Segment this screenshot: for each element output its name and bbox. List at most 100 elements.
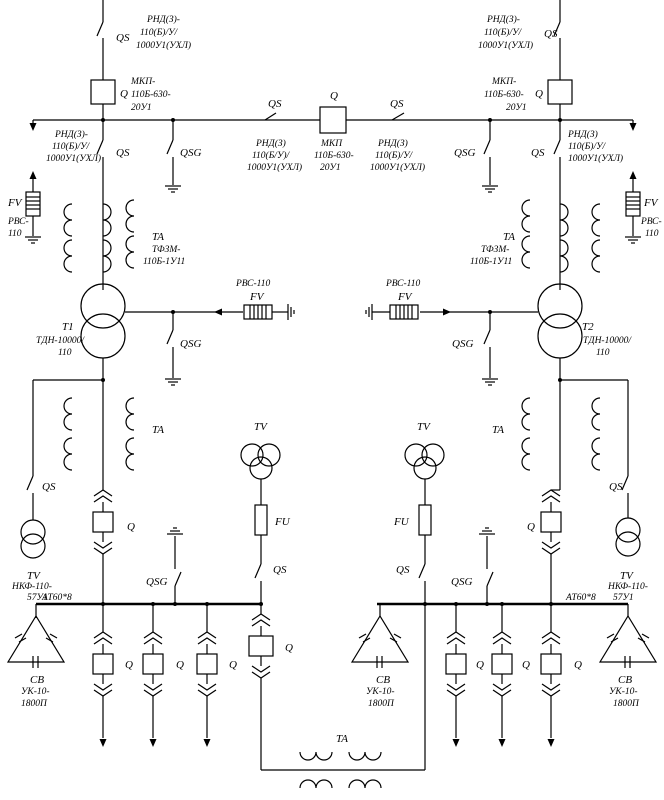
left-bus-vt — [240, 443, 264, 467]
bridge-breaker — [319, 106, 347, 134]
label-bridge-q: Q — [330, 90, 338, 102]
label-left-ct-1: ТФЗМ- — [152, 245, 180, 255]
label-bridge-right-1: РНД(З) — [377, 138, 408, 149]
label-right-ta: TA — [503, 231, 515, 243]
label-left-vt-type-1: НКФ-110- — [11, 582, 52, 592]
label-bridge-brk-1: МКП — [320, 139, 343, 149]
label-left-brk-3: 20У1 — [131, 103, 152, 113]
label-right-vt-type-2: 57У1 — [613, 593, 634, 603]
label-left-fu: FU — [274, 516, 291, 528]
label-mid-cb-type-1: УК-10- — [366, 687, 395, 697]
t2-secondary-winding — [537, 313, 583, 359]
t1-neutral-arrester — [243, 304, 273, 320]
label-left-disc-2: 110(Б)/У/ — [140, 27, 179, 38]
label-left-ct-2: 110Б-1У11 — [143, 257, 185, 267]
label-t2-type-1: ТДН-10000/ — [583, 336, 632, 346]
label-t2-fv: FV — [397, 291, 413, 303]
label-right-vt-type-1: НКФ-110- — [607, 582, 648, 592]
label-left-disc-3: 1000У1(УХЛ) — [136, 40, 191, 51]
label-right-ct-1: ТФЗМ- — [481, 245, 509, 255]
label-t1: T1 — [62, 321, 74, 333]
left-feeders — [92, 602, 218, 747]
sectional-ct — [299, 751, 333, 761]
label-left-bus-qsg: QSG — [146, 576, 167, 588]
label-right-arr-1: РВС- — [640, 217, 662, 227]
left-vt — [20, 519, 46, 545]
label-right-bus-qsg: QSG — [451, 576, 472, 588]
label-right-cb-type-2: 1800П — [613, 699, 640, 709]
labels: QS РНД(З)- 110(Б)/У/ 1000У1(УХЛ) МКП- Q … — [7, 14, 662, 745]
label-left-disc2-3: 1000У1(УХЛ) — [46, 153, 101, 164]
label-bridge-left-qs: QS — [268, 98, 282, 110]
left-line-disconnector — [96, 21, 104, 37]
mid-capacitor-bank — [350, 614, 410, 663]
label-right-brk-3: 20У1 — [506, 103, 527, 113]
label-right-arr-2: 110 — [645, 229, 659, 239]
label-right-cb: CB — [618, 674, 632, 686]
label-t2-qsg: QSG — [452, 338, 473, 350]
label-feeder-q-6: Q — [574, 659, 582, 671]
label-left-bus-qs: QS — [273, 564, 287, 576]
label-right-ta-lower: TA — [492, 424, 504, 436]
label-right-vt: TV — [620, 570, 634, 582]
right-capacitor-bank — [598, 614, 658, 663]
label-left-qs-tr: QS — [116, 147, 130, 159]
label-right-qs-tr: QS — [531, 147, 545, 159]
label-t1-arrester: РВС-110 — [235, 279, 270, 289]
label-t2: T2 — [582, 321, 594, 333]
label-mid-cb: CB — [376, 674, 390, 686]
label-feeder-q-4: Q — [476, 659, 484, 671]
label-sectional-ta: TA — [336, 733, 348, 745]
label-left-qsg: QSG — [180, 147, 201, 159]
label-right-disc-1: РНД(З)- — [486, 14, 520, 25]
label-left-disc2-1: РНД(З)- — [54, 129, 88, 140]
label-left-cb-type-1: УК-10- — [21, 687, 50, 697]
label-bridge-brk-3: 20У1 — [320, 163, 341, 173]
label-bridge-brk-2: 110Б-630- — [314, 151, 354, 161]
t1-neutral-earthing — [166, 329, 174, 345]
label-t1-qsg: QSG — [180, 338, 201, 350]
right-vt-disconnector — [621, 475, 629, 491]
label-sectional-q: Q — [285, 642, 293, 654]
label-bridge-right-qs: QS — [390, 98, 404, 110]
sectional-breaker — [248, 635, 274, 657]
right-feeders — [445, 602, 562, 747]
left-tr-disconnector — [96, 139, 104, 155]
label-left-bus-tv: TV — [254, 421, 268, 433]
right-fuse — [418, 504, 432, 536]
hv-section — [24, 0, 642, 290]
left-ct-coil — [63, 203, 73, 237]
label-right-incomer-q: Q — [527, 521, 535, 533]
label-t2-type-2: 110 — [596, 348, 610, 358]
left-hv-earthing-switch — [166, 139, 174, 155]
label-left-ta-lower: TA — [152, 424, 164, 436]
t2-primary-winding — [537, 283, 583, 329]
right-bus-vt — [404, 443, 428, 467]
label-left-incomer-q: Q — [127, 521, 135, 533]
label-right-busbar: AT60*8 — [565, 593, 596, 603]
label-right-disc-2: 110(Б)/У/ — [484, 27, 523, 38]
label-feeder-q-5: Q — [522, 659, 530, 671]
label-right-disc2-1: РНД(З) — [567, 129, 598, 140]
label-t1-fv: FV — [249, 291, 265, 303]
label-left-arr-2: 110 — [8, 229, 22, 239]
t2-neutral-arrester — [389, 304, 419, 320]
right-hv-earthing-switch — [483, 139, 491, 155]
label-left-brk-1: МКП- — [130, 77, 155, 87]
label-feeder-q-1: Q — [125, 659, 133, 671]
t2-neutral-earthing — [483, 329, 491, 345]
label-left-fv: FV — [7, 197, 23, 209]
power-transformers — [80, 283, 583, 490]
t1-secondary-winding — [80, 313, 126, 359]
label-right-cb-type-1: УК-10- — [609, 687, 638, 697]
label-feeder-q-2: Q — [176, 659, 184, 671]
label-left-ta: TA — [152, 231, 164, 243]
left-capacitor-bank — [6, 614, 66, 663]
right-incomer-breaker — [540, 511, 562, 533]
left-fuse — [254, 504, 268, 536]
label-t2-arrester: РВС-110 — [385, 279, 420, 289]
label-right-q: Q — [535, 88, 543, 100]
label-right-disc2-2: 110(Б)/У/ — [568, 141, 607, 152]
label-right-brk-1: МКП- — [491, 77, 516, 87]
